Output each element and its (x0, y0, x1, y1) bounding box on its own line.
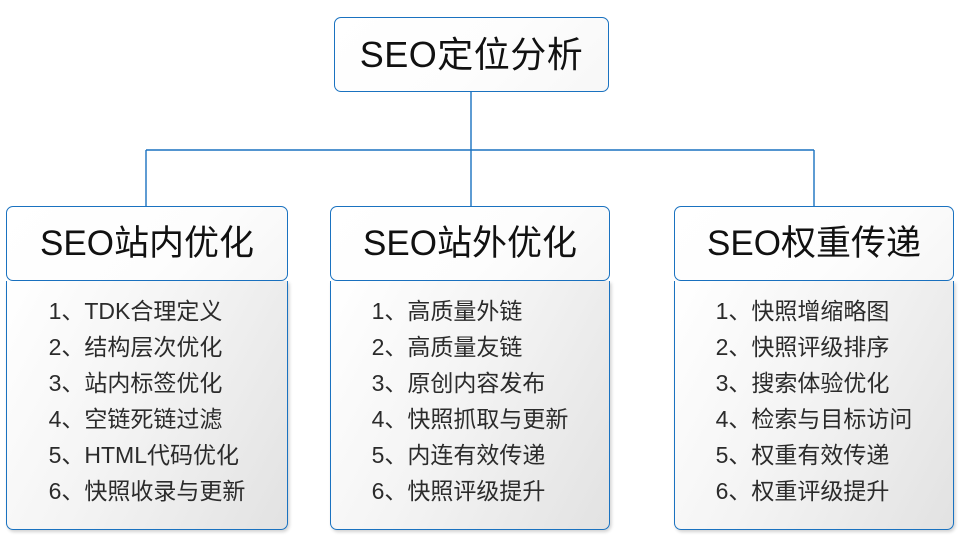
list-item: 6、快照评级提升 (371, 478, 546, 504)
root-node[interactable]: SEO定位分析 (334, 17, 609, 92)
list-item: 3、搜索体验优化 (715, 370, 890, 396)
list-item: 4、检索与目标访问 (715, 406, 913, 432)
list-item: 5、内连有效传递 (371, 442, 546, 468)
list-item: 2、快照评级排序 (715, 334, 890, 360)
list-item: 2、结构层次优化 (48, 334, 223, 360)
list-item: 3、原创内容发布 (371, 370, 546, 396)
branch-column-1: SEO站内优化 1、TDK合理定义 2、结构层次优化 3、站内标签优化 4、空链… (6, 206, 288, 530)
branch-header-1[interactable]: SEO站内优化 (6, 206, 288, 281)
branch-header-2[interactable]: SEO站外优化 (330, 206, 610, 281)
branch-header-3-title: SEO权重传递 (707, 224, 921, 263)
list-item: 4、空链死链过滤 (48, 406, 223, 432)
list-item: 6、快照收录与更新 (48, 478, 246, 504)
list-item: 6、权重评级提升 (715, 478, 890, 504)
list-item: 5、HTML代码优化 (48, 442, 239, 468)
list-item: 3、站内标签优化 (48, 370, 223, 396)
root-node-title: SEO定位分析 (359, 33, 584, 75)
list-item: 5、权重有效传递 (715, 442, 890, 468)
branch-header-2-title: SEO站外优化 (363, 224, 577, 263)
list-item: 1、高质量外链 (371, 298, 523, 324)
list-item: 4、快照抓取与更新 (371, 406, 569, 432)
branch-column-2: SEO站外优化 1、高质量外链 2、高质量友链 3、原创内容发布 4、快照抓取与… (330, 206, 610, 530)
branch-list-3: 1、快照增缩略图 2、快照评级排序 3、搜索体验优化 4、检索与目标访问 5、权… (674, 281, 954, 530)
branch-header-3[interactable]: SEO权重传递 (674, 206, 954, 281)
branch-header-1-title: SEO站内优化 (40, 224, 254, 263)
list-item: 2、高质量友链 (371, 334, 523, 360)
branch-list-1: 1、TDK合理定义 2、结构层次优化 3、站内标签优化 4、空链死链过滤 5、H… (6, 281, 288, 530)
list-item: 1、TDK合理定义 (48, 298, 223, 324)
branch-list-2: 1、高质量外链 2、高质量友链 3、原创内容发布 4、快照抓取与更新 5、内连有… (330, 281, 610, 530)
branch-column-3: SEO权重传递 1、快照增缩略图 2、快照评级排序 3、搜索体验优化 4、检索与… (674, 206, 954, 530)
list-item: 1、快照增缩略图 (715, 298, 890, 324)
